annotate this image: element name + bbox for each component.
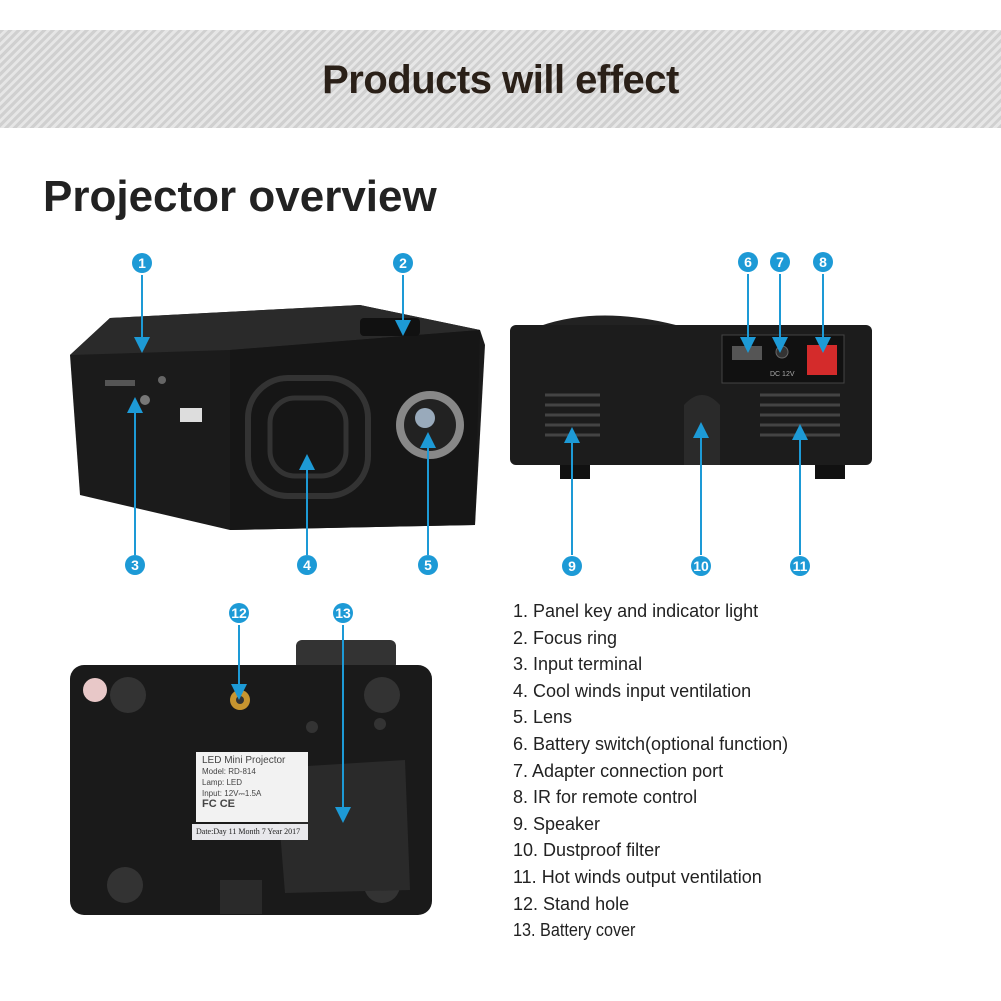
label-title: LED Mini Projector xyxy=(202,755,286,766)
feature-item: 13. Battery cover xyxy=(513,920,636,941)
feature-item: 9. Speaker xyxy=(513,813,601,834)
label-input: Input: 12V⎓1.5A xyxy=(202,789,262,798)
device-label: LED Mini Projector Model: RD-814 Lamp: L… xyxy=(196,752,308,822)
label-lamp: Lamp: LED xyxy=(202,778,243,787)
callout-4: 4 xyxy=(297,555,317,575)
callout-2: 2 xyxy=(393,253,413,273)
callout-11: 11 xyxy=(790,556,810,576)
projector-side-view: DC 12V xyxy=(510,315,872,479)
feature-item: 5. Lens xyxy=(513,707,573,728)
feature-item: 8. IR for remote control xyxy=(513,787,698,808)
page-heading: Projector overview xyxy=(43,172,437,221)
banner xyxy=(0,30,1001,128)
callout-10: 10 xyxy=(691,556,711,576)
feature-item: 7. Adapter connection port xyxy=(513,760,724,781)
feature-item: 3. Input terminal xyxy=(513,654,643,675)
callout-5: 5 xyxy=(418,555,438,575)
feature-item: 6. Battery switch(optional function) xyxy=(513,733,789,754)
banner-title: Products will effect xyxy=(322,58,679,102)
callout-6: 6 xyxy=(738,252,758,272)
feature-item: 4. Cool winds input ventilation xyxy=(513,680,752,701)
callout-13: 13 xyxy=(333,603,353,623)
feature-item: 11. Hot winds output ventilation xyxy=(513,866,762,887)
port-label: DC 12V xyxy=(770,371,795,378)
label-model: Model: RD-814 xyxy=(202,767,256,776)
feature-item: 10. Dustproof filter xyxy=(513,840,661,861)
callout-7: 7 xyxy=(770,252,790,272)
feature-item: 12. Stand hole xyxy=(513,893,630,914)
callout-arrows xyxy=(127,274,831,823)
projector-front-view xyxy=(70,305,485,530)
callout-1: 1 xyxy=(132,253,152,273)
date-label: Date:Day 11 Month 7 Year 2017 xyxy=(192,824,308,840)
callout-9: 9 xyxy=(562,556,582,576)
feature-item: 2. Focus ring xyxy=(513,627,618,648)
callout-8: 8 xyxy=(813,252,833,272)
callout-12: 12 xyxy=(229,603,249,623)
feature-list: 1. Panel key and indicator light 2. Focu… xyxy=(513,598,788,944)
label-certifications: FC CE xyxy=(202,798,235,810)
callout-3: 3 xyxy=(125,555,145,575)
feature-item: 1. Panel key and indicator light xyxy=(513,601,759,621)
